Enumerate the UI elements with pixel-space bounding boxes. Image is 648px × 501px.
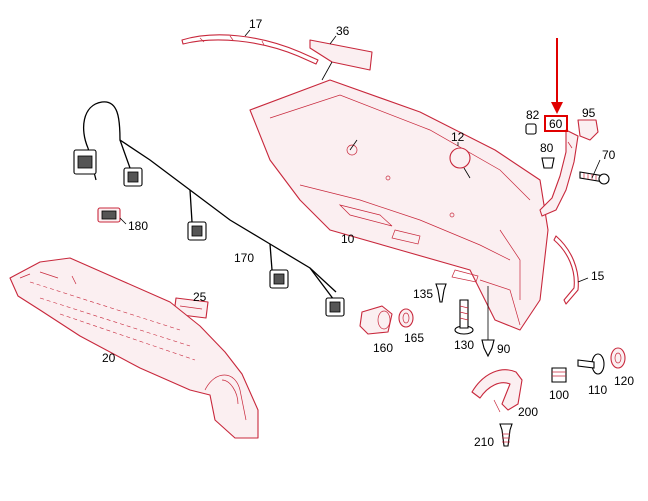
part-165-sensor-ring[interactable]	[398, 308, 414, 328]
part-10-bumper-cover[interactable]	[249, 79, 549, 331]
part-60-bracket[interactable]	[539, 129, 579, 217]
part-180-connector-clip[interactable]	[97, 207, 121, 223]
leader-15	[577, 277, 589, 283]
label-17: 17	[249, 17, 263, 31]
part-17-trim-strip[interactable]	[181, 34, 319, 65]
part-36-reflector[interactable]	[309, 39, 373, 71]
label-80: 80	[540, 141, 554, 155]
part-95-clip[interactable]	[577, 119, 599, 141]
part-15-trim-strip[interactable]	[553, 235, 579, 305]
part-200-bracket[interactable]	[471, 369, 523, 413]
leader-70	[591, 159, 601, 179]
label-170: 170	[234, 251, 254, 265]
label-130: 130	[454, 338, 474, 352]
label-25: 25	[193, 290, 207, 304]
label-160: 160	[373, 341, 393, 355]
label-95: 95	[582, 106, 596, 120]
leader-36	[329, 35, 337, 45]
label-70: 70	[602, 148, 616, 162]
label-82: 82	[526, 108, 540, 122]
leader-180	[119, 217, 127, 225]
label-60: 60	[549, 117, 563, 131]
label-36: 36	[336, 24, 350, 38]
highlight-box-60	[544, 115, 568, 132]
label-180: 180	[128, 219, 148, 233]
part-90-push-clip[interactable]	[481, 339, 495, 358]
label-200: 200	[518, 405, 538, 419]
part-170-wiring-harness[interactable]	[73, 101, 345, 317]
part-160-parking-sensor[interactable]	[359, 305, 393, 335]
part-82-nut[interactable]	[525, 123, 537, 135]
label-110: 110	[588, 383, 607, 397]
part-210-bolt[interactable]	[499, 423, 513, 447]
label-210: 210	[474, 435, 494, 449]
label-120: 120	[614, 374, 634, 388]
part-80-clip[interactable]	[541, 157, 555, 169]
label-12: 12	[451, 130, 465, 144]
part-100-clip[interactable]	[551, 367, 567, 383]
leader-17	[244, 29, 251, 37]
part-130-screw[interactable]	[454, 299, 474, 335]
part-12-sensor-cap[interactable]	[449, 142, 471, 179]
highlight-arrow-head	[551, 102, 563, 114]
label-100: 100	[549, 388, 569, 402]
label-165: 165	[404, 331, 424, 345]
label-90: 90	[497, 342, 511, 356]
label-135: 135	[413, 287, 433, 301]
part-20-diffuser[interactable]	[9, 257, 259, 439]
label-10: 10	[341, 232, 355, 246]
part-70-screw[interactable]	[579, 171, 610, 185]
part-110-screw[interactable]	[577, 353, 605, 375]
leader-36b	[321, 61, 333, 81]
label-15: 15	[591, 269, 605, 283]
part-120-washer[interactable]	[610, 347, 626, 369]
leader-10	[349, 139, 358, 151]
label-20: 20	[102, 351, 116, 365]
part-135-rivet[interactable]	[435, 283, 447, 303]
